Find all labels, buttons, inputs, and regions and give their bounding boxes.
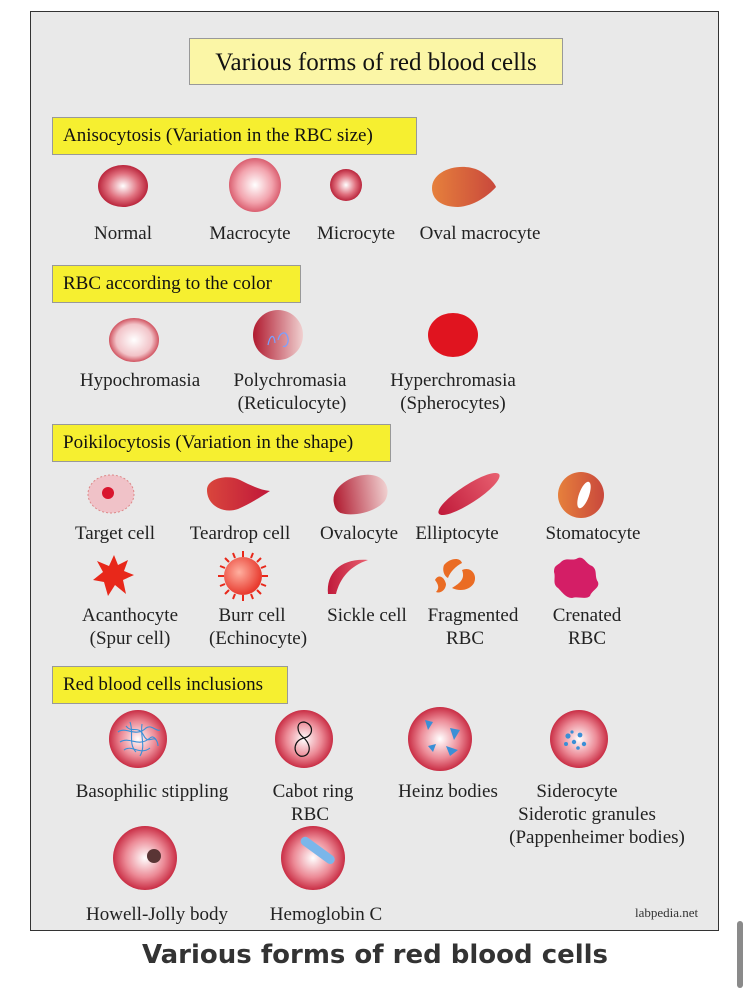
label-normal: Normal — [93, 223, 153, 244]
section-poikilocytosis: Poikilocytosis (Variation in the shape) — [52, 424, 391, 462]
macrocyte-icon — [229, 158, 281, 212]
label-acanthocyte: Acanthocyte — [81, 605, 179, 626]
label-cabot-ring: Cabot ring — [272, 781, 354, 802]
label-hypochromasia: Hypochromasia — [79, 370, 201, 391]
elliptocyte-icon — [438, 472, 500, 516]
label-cabot-ring-sub: RBC — [290, 804, 330, 825]
ovalocyte-icon — [333, 474, 388, 515]
burr-cell-icon — [218, 551, 268, 601]
label-elliptocyte: Elliptocyte — [415, 523, 499, 544]
label-siderocyte-sub: Siderotic granules — [518, 804, 656, 825]
crenated-rbc-icon — [554, 557, 599, 598]
label-hyperchromasia: Hyperchromasia — [390, 370, 516, 391]
label-ovalocyte: Ovalocyte — [319, 523, 399, 544]
normal-cell-icon — [98, 165, 148, 207]
basophilic-stippling-icon — [109, 710, 167, 768]
siderocyte-icon — [550, 710, 608, 768]
label-microcyte: Microcyte — [316, 223, 396, 244]
caption-title: Various forms of red blood cells — [141, 940, 609, 970]
stomatocyte-icon — [558, 472, 604, 518]
target-cell-icon — [87, 474, 135, 514]
label-crenated-sub: RBC — [567, 628, 607, 649]
label-acanthocyte-sub: (Spur cell) — [89, 628, 171, 649]
label-burr-cell: Burr cell — [218, 605, 286, 626]
label-macrocyte: Macrocyte — [209, 223, 291, 244]
label-sickle-cell: Sickle cell — [327, 605, 407, 626]
label-heinz-bodies: Heinz bodies — [398, 781, 498, 802]
acanthocyte-icon — [93, 555, 134, 596]
section-inclusions: Red blood cells inclusions — [52, 666, 288, 704]
hemoglobin-c-icon — [281, 826, 345, 890]
label-polychromasia-sub: (Reticulocyte) — [237, 393, 347, 414]
teardrop-cell-icon — [207, 477, 270, 511]
diagram-title: Various forms of red blood cells — [189, 38, 563, 85]
howell-jolly-body-icon — [113, 826, 177, 890]
microcyte-icon — [330, 169, 362, 201]
cabot-ring-icon — [275, 710, 333, 768]
section-color: RBC according to the color — [52, 265, 301, 303]
scrollbar[interactable] — [737, 921, 743, 988]
label-crenated: Crenated — [552, 605, 622, 626]
label-burr-cell-sub: (Echinocyte) — [208, 628, 308, 649]
label-hyperchromasia-sub: (Spherocytes) — [400, 393, 506, 414]
heinz-bodies-icon — [408, 707, 472, 771]
label-siderocyte: Siderocyte — [536, 781, 618, 802]
hyperchromasia-icon — [428, 313, 478, 357]
fragmented-rbc-icon — [435, 559, 476, 593]
label-fragmented-sub: RBC — [445, 628, 485, 649]
label-howell-jolly-body: Howell-Jolly body — [86, 904, 228, 925]
label-polychromasia: Polychromasia — [233, 370, 347, 391]
sickle-cell-icon — [327, 559, 368, 594]
label-hemoglobin-c: Hemoglobin C — [269, 904, 383, 925]
section-anisocytosis: Anisocytosis (Variation in the RBC size) — [52, 117, 417, 155]
label-basophilic-stippling: Basophilic stippling — [75, 781, 229, 802]
diagram-panel — [30, 11, 719, 931]
label-siderocyte-sub2: (Pappenheimer bodies) — [509, 827, 685, 848]
label-teardrop-cell: Teardrop cell — [189, 523, 291, 544]
source-credit: labpedia.net — [635, 905, 699, 920]
label-stomatocyte: Stomatocyte — [545, 523, 641, 544]
hypochromasia-icon — [109, 318, 159, 362]
oval-macrocyte-icon — [432, 166, 496, 207]
label-target-cell: Target cell — [74, 523, 156, 544]
polychromasia-icon — [253, 310, 303, 360]
label-fragmented: Fragmented — [427, 605, 519, 626]
label-oval-macrocyte: Oval macrocyte — [419, 223, 541, 244]
